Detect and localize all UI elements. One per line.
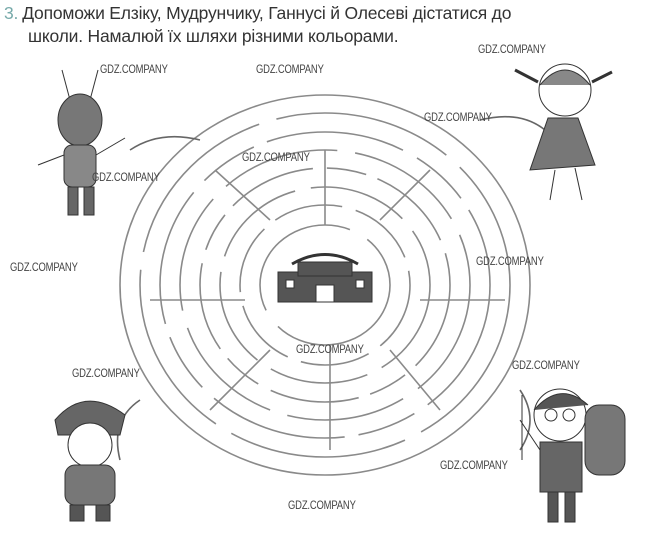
boy-character <box>519 388 626 523</box>
watermark: GDZ.COMPANY <box>440 460 508 472</box>
alien-character <box>37 69 126 216</box>
watermark: GDZ.COMPANY <box>478 44 546 56</box>
watermark: GDZ.COMPANY <box>10 262 78 274</box>
task-line-2: школи. Намалюй їх шляхи різними кольорам… <box>28 26 399 46</box>
watermark: GDZ.COMPANY <box>288 500 356 512</box>
watermark: GDZ.COMPANY <box>72 368 140 380</box>
watermark: GDZ.COMPANY <box>100 64 168 76</box>
watermark: GDZ.COMPANY <box>296 344 364 356</box>
task-text: 3.Допоможи Елзіку, Мудрунчику, Ганнусі й… <box>4 2 511 48</box>
watermark: GDZ.COMPANY <box>242 152 310 164</box>
maze <box>116 94 546 476</box>
girl-character <box>514 63 613 201</box>
watermark: GDZ.COMPANY <box>424 112 492 124</box>
gnome-character <box>54 400 126 522</box>
task-number: 3. <box>4 3 19 23</box>
watermark: GDZ.COMPANY <box>476 256 544 268</box>
task-line-1: Допоможи Елзіку, Мудрунчику, Ганнусі й О… <box>22 3 512 23</box>
school-icon <box>277 253 373 303</box>
watermark: GDZ.COMPANY <box>512 360 580 372</box>
watermark: GDZ.COMPANY <box>256 64 324 76</box>
watermark: GDZ.COMPANY <box>92 172 160 184</box>
